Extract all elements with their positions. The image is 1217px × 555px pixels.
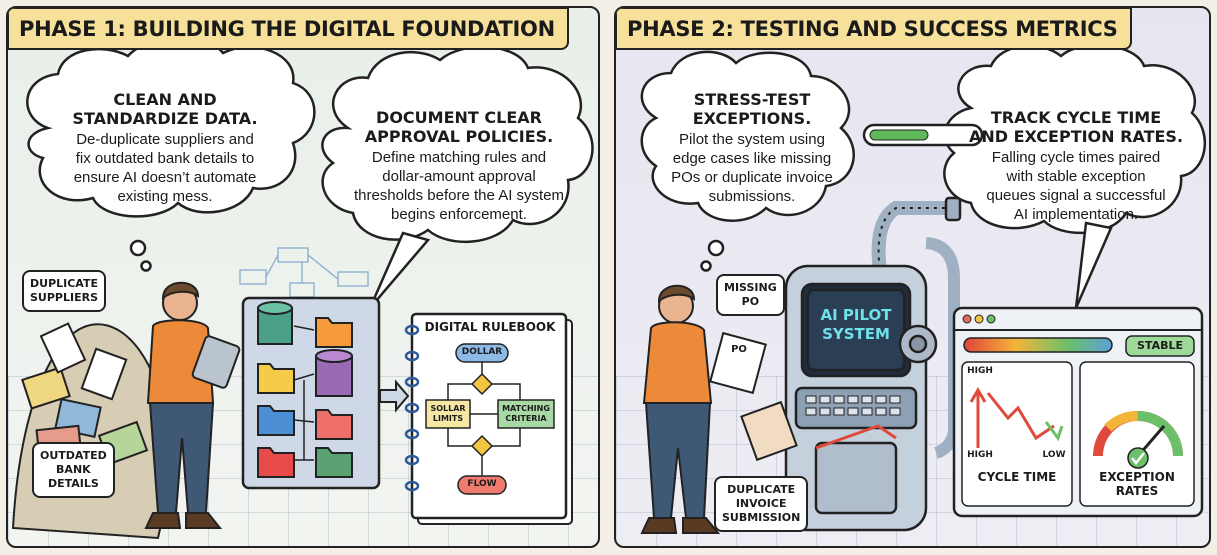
phase2-bubble2-body-2: with stable exception bbox=[1006, 168, 1146, 185]
axis-high-top: HIGH bbox=[967, 366, 993, 376]
exception-rates-label: EXCEPTION RATES bbox=[1080, 470, 1194, 498]
bubble2-heading-1: DOCUMENT CLEAR bbox=[376, 108, 542, 127]
phase2-bubble2-body-4: AI implementation. bbox=[1013, 206, 1139, 223]
bubble2-cloud bbox=[321, 45, 594, 309]
duplicate-tag-l2: SUPPLIERS bbox=[30, 291, 98, 304]
phase2-bubble1-cloud bbox=[640, 50, 855, 272]
phase2-title: PHASE 2: TESTING AND SUCCESS METRICS bbox=[616, 8, 1132, 50]
kiosk-icon bbox=[784, 196, 962, 532]
cycle-time-label: CYCLE TIME bbox=[977, 470, 1057, 484]
digital-rulebook bbox=[404, 312, 573, 525]
duplicate-invoice-tag: DUPLICATE INVOICE SUBMISSION bbox=[714, 476, 809, 532]
phase2-bubble2-body-1: Falling cycle times paired bbox=[991, 149, 1161, 166]
outdated-tag-l1: OUTDATED bbox=[40, 449, 107, 462]
matching-l1: MATCHING bbox=[502, 404, 550, 413]
gauge-icon bbox=[1093, 411, 1183, 460]
bubble2-body-2: dollar-amount approval bbox=[382, 168, 536, 185]
missing-tag-l1: MISSING bbox=[724, 281, 777, 294]
dup-tag-l1: DUPLICATE bbox=[727, 483, 796, 496]
rulebook-flow: FLOW bbox=[467, 479, 497, 489]
phase1-panel: PHASE 1: BUILDING THE DIGITAL FOUNDATION… bbox=[6, 6, 600, 548]
data-organization-board bbox=[241, 296, 410, 490]
paper-pile-icon bbox=[11, 322, 169, 540]
rulebook-sollar-limits: SOLLAR LIMITS bbox=[426, 404, 470, 424]
exception-l2: RATES bbox=[1115, 484, 1159, 498]
outdated-tag-l2: BANK bbox=[56, 463, 91, 476]
missing-po-tag: MISSING PO bbox=[716, 274, 785, 316]
bubble2-body-4: begins enforcement. bbox=[391, 206, 527, 223]
bubble1-text: CLEAN AND STANDARDIZE DATA. De-duplicate… bbox=[36, 90, 294, 206]
phase2-bubble2-body-3: queues signal a successful bbox=[986, 187, 1166, 204]
dup-tag-l2: INVOICE bbox=[735, 497, 787, 510]
rulebook-dollar: DOLLAR bbox=[461, 347, 503, 357]
phase2-bubble1-text: STRESS-TEST EXCEPTIONS. Pilot the system… bbox=[654, 90, 850, 206]
kiosk-screen-text: AI PILOT SYSTEM bbox=[808, 306, 904, 344]
phase1-title: PHASE 1: BUILDING THE DIGITAL FOUNDATION bbox=[8, 8, 569, 50]
duplicate-tag-l1: DUPLICATE bbox=[30, 277, 98, 290]
phase2-bubble1-body-3: POs or duplicate invoice bbox=[671, 169, 833, 186]
bubble2-body-1: Define matching rules and bbox=[371, 149, 547, 166]
metrics-dashboard bbox=[952, 306, 1204, 518]
phase2-bubble2-text: TRACK CYCLE TIME AND EXCEPTION RATES. Fa… bbox=[956, 108, 1196, 224]
progress-bar-icon bbox=[862, 123, 984, 147]
axis-high-bottom: HIGH bbox=[967, 450, 993, 460]
stable-badge: STABLE bbox=[1137, 339, 1183, 352]
bubble1-body-3: ensure AI doesn’t automate bbox=[73, 169, 257, 186]
bubble2-text: DOCUMENT CLEAR APPROVAL POLICIES. Define… bbox=[328, 108, 590, 224]
person-with-tablet bbox=[144, 281, 241, 529]
phase2-bubble2-heading-1: TRACK CYCLE TIME bbox=[990, 108, 1162, 127]
screen-l2: SYSTEM bbox=[822, 325, 890, 343]
person-with-papers bbox=[640, 284, 798, 534]
bubble2-body-3: thresholds before the AI system bbox=[353, 187, 565, 204]
phase2-bubble1-body-4: submissions. bbox=[708, 188, 796, 205]
dup-tag-l3: SUBMISSION bbox=[722, 511, 801, 524]
phase2-illustration bbox=[640, 43, 1207, 534]
bubble1-heading-2: STANDARDIZE DATA. bbox=[72, 109, 258, 128]
phase2-panel: PHASE 2: TESTING AND SUCCESS METRICS STR… bbox=[614, 6, 1211, 548]
bubble2-heading-2: APPROVAL POLICIES. bbox=[364, 127, 554, 146]
duplicate-suppliers-tag: DUPLICATE SUPPLIERS bbox=[22, 270, 106, 312]
phase2-bubble1-body-2: edge cases like missing bbox=[672, 150, 832, 167]
phase2-bubble1-heading-1: STRESS-TEST bbox=[693, 90, 811, 109]
phase2-bubble2-heading-2: AND EXCEPTION RATES. bbox=[968, 127, 1184, 146]
phase2-bubble1-heading-2: EXCEPTIONS. bbox=[692, 109, 812, 128]
po-paper-label: PO bbox=[731, 344, 747, 355]
bubble1-body-4: existing mess. bbox=[117, 188, 213, 205]
outdated-bank-details-tag: OUTDATED BANK DETAILS bbox=[32, 442, 115, 498]
database-icon bbox=[257, 301, 353, 397]
folder-icon bbox=[257, 317, 353, 478]
screen-l1: AI PILOT bbox=[820, 306, 892, 324]
exception-l1: EXCEPTION bbox=[1099, 470, 1175, 484]
rulebook-title: DIGITAL RULEBOOK bbox=[424, 320, 556, 334]
bubble1-heading-1: CLEAN AND bbox=[113, 90, 217, 109]
phase2-bubble1-body-1: Pilot the system using bbox=[679, 131, 825, 148]
axis-low: LOW bbox=[1042, 450, 1066, 460]
missing-tag-l2: PO bbox=[741, 295, 760, 308]
sollar-l2: LIMITS bbox=[432, 414, 464, 423]
check-circle-icon bbox=[1127, 447, 1149, 469]
rulebook-matching-criteria: MATCHING CRITERIA bbox=[498, 404, 554, 424]
sollar-l1: SOLLAR bbox=[430, 404, 466, 413]
bubble1-body-2: fix outdated bank details to bbox=[75, 150, 255, 167]
matching-l2: CRITERIA bbox=[505, 414, 547, 423]
outdated-tag-l3: DETAILS bbox=[47, 477, 99, 490]
bubble1-body-1: De-duplicate suppliers and bbox=[76, 131, 254, 148]
